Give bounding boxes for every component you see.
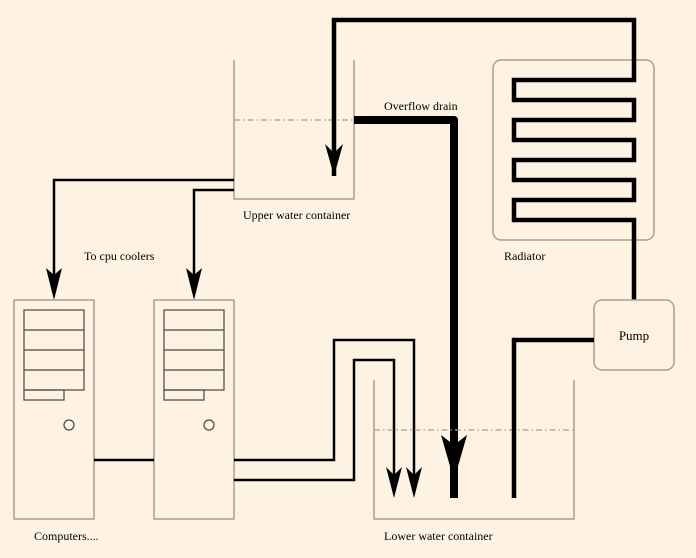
cpu-feed-arrowhead-1 — [46, 268, 62, 300]
upper-inflow-arrowhead — [325, 144, 343, 176]
overflow-drain-pipe — [354, 116, 458, 498]
computer-1-case — [13, 299, 95, 520]
radiator — [492, 59, 655, 241]
radiator-box — [492, 59, 655, 241]
return-arrowhead-1 — [406, 467, 422, 498]
radiator-serpentine-pipe — [331, 17, 637, 300]
computer-1 — [13, 299, 95, 520]
upper-container-walls — [233, 60, 355, 200]
upper-container-label: Upper water container — [243, 208, 350, 222]
lower-container-label: Lower water container — [384, 529, 493, 543]
return-arrowhead-2 — [386, 467, 402, 498]
pump-label: Pump — [619, 328, 649, 343]
computer-2-case — [153, 299, 235, 520]
computer-1-power-button — [63, 419, 75, 431]
pump-intake-pipe — [511, 337, 594, 498]
overflow-drain-label: Overflow drain — [384, 99, 458, 113]
lower-container-walls — [373, 380, 575, 520]
cpu-feed-pipe-2 — [192, 188, 234, 290]
cpu-feed-pipe-1 — [52, 178, 234, 290]
pump: Pump — [593, 299, 675, 371]
computer-2-power-button — [203, 419, 215, 431]
overflow-arrowhead — [441, 435, 467, 480]
lower-container — [373, 380, 575, 520]
pump-box — [593, 299, 675, 371]
computer-2-floppy — [163, 389, 205, 401]
to-cpu-coolers-label: To cpu coolers — [84, 249, 155, 263]
radiator-label: Radiator — [504, 249, 545, 263]
return-pipe-1 — [234, 338, 416, 490]
return-pipe-2 — [234, 358, 396, 490]
computer-1-floppy — [23, 389, 65, 401]
cpu-feed-arrowhead-2 — [186, 268, 202, 300]
computers-label: Computers.... — [34, 529, 99, 543]
computer-2 — [153, 299, 235, 520]
